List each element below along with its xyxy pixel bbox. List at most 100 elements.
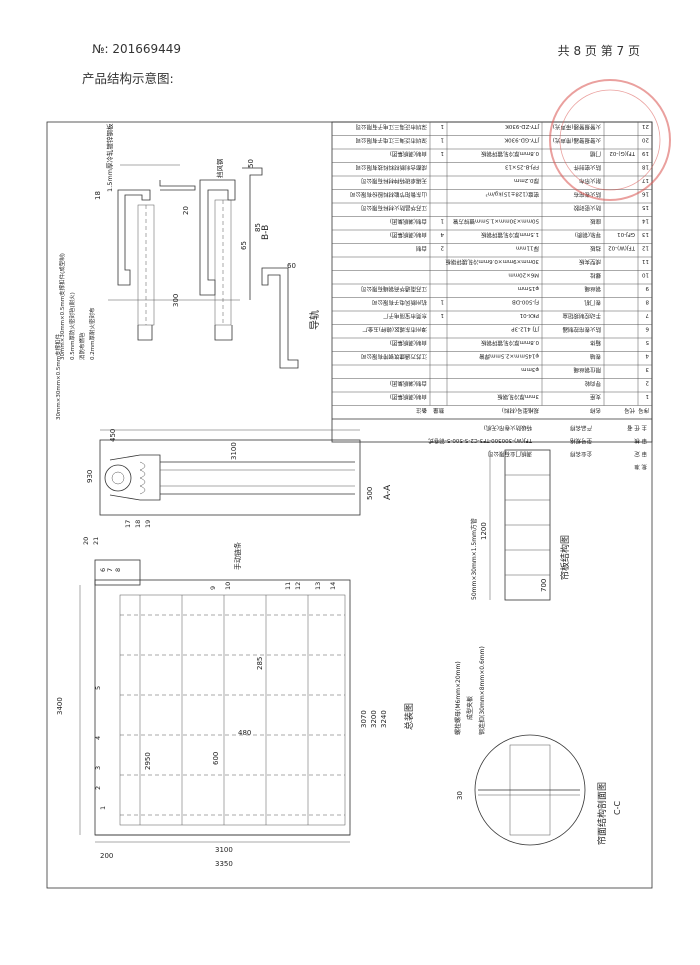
bom-cell: JTJ 412-3P — [511, 326, 540, 332]
bom-cell: TFJ(G)-02 — [609, 150, 636, 156]
bom-footer-cell: TFJ(W)-300300-TF3-C2-S-500-5-钢卷式 — [428, 437, 533, 445]
bom-cell: M6×20mm — [508, 272, 539, 278]
bom-cell: 自制(满帆集团) — [390, 150, 427, 158]
bom-cell: 江苏万通建筑钢带有限公司 — [361, 353, 427, 361]
bom-cell: 6 — [645, 326, 649, 332]
general-view-title: 总装图 — [403, 703, 415, 730]
dim-930: 930 — [86, 470, 94, 483]
bom-cell: 3mm厚冷轧钢板 — [497, 393, 539, 401]
label-1-5mm-steel: 1.5mm厚冷轧镀锌钢板 — [105, 123, 114, 192]
part-callout: 9 — [209, 586, 217, 590]
part-callout: 18 — [134, 520, 142, 528]
note-curtain-c: 0.2mm厚耐火密封布 — [88, 307, 96, 360]
guide-rail-section: 300 50 20 65 85 60 B-B 18 1.5mm厚冷轧镀锌钢板 挡… — [54, 123, 321, 420]
bom-cell: φ3mm — [521, 366, 539, 372]
bom-cell: 9 — [645, 285, 649, 291]
bom-cell: 11 — [642, 258, 649, 264]
bom-cell: 17 — [642, 177, 649, 183]
dim-3100-top: 3100 — [230, 442, 238, 460]
bom-cell: 支座 — [589, 393, 601, 401]
bom-cell: 2 — [646, 380, 650, 386]
part-callout: 6 — [99, 568, 107, 572]
company-stamp — [549, 79, 671, 201]
bom-cell: 1 — [441, 218, 445, 224]
note-curtain-d: 30mm×30mm×0.5mm支撑扣件 — [54, 333, 62, 420]
bom-cell: 50mm×30mm×1.5mm镀锌方管 — [452, 218, 539, 226]
curtain-label-steel: 钢连扣(30mm×8mm×0.6mm) — [478, 646, 486, 735]
bom-cell: 卷门机 — [584, 299, 601, 307]
bom-cell: 防火卷帘布 — [573, 191, 601, 199]
section-caption: 产品结构示意图: — [82, 71, 174, 86]
bom-cell: 山东鲁阳节能材料股份有限公司 — [350, 191, 427, 199]
bom-cell: 1 — [441, 312, 445, 318]
bom-cell: 导向轮 — [584, 380, 601, 388]
bom-header-cell: 备注 — [415, 407, 427, 415]
bom-cell: 自制(满帆集团) — [390, 380, 427, 388]
bom-cell: 1 — [441, 137, 445, 143]
part-callout: 20 — [82, 537, 90, 545]
bom-cell: 导轨(钢质) — [575, 231, 601, 239]
bom-cell: 深圳市泛海三江电子有限公司 — [355, 137, 427, 145]
dim-3400: 3400 — [56, 697, 64, 715]
label-tube: 50mm×30mm×1.5mm方管 — [470, 518, 478, 600]
bom-cell: 手动控制按钮盒 — [562, 312, 601, 320]
bom-cell: 火警报警器(带声光) — [553, 123, 601, 131]
section-cc-label: C-C — [613, 801, 622, 815]
dim-1200: 1200 — [480, 522, 488, 540]
bom-cell: 卷轴 — [589, 353, 601, 361]
part-callout: 3 — [94, 766, 102, 770]
part-callout: 7 — [106, 568, 114, 572]
bom-cell: 4 — [645, 353, 649, 359]
bom-cell: 江苏南通华商钢绳有限公司 — [361, 285, 427, 293]
bom-footer-cell: 企业名称 — [569, 450, 592, 458]
bom-cell: FPJ-B-25×13 — [504, 164, 539, 170]
bom-cell: 限位钢丝绳 — [573, 366, 601, 374]
bom-cell: 成都合利新材料科技有限公司 — [355, 164, 427, 172]
part-callout: 8 — [114, 568, 122, 572]
dim-3070: 3070 — [360, 710, 368, 728]
note-hook: 30mm×30mm×0.5mm支撑扣件(成型制) — [58, 253, 66, 360]
bom-cell: 8 — [645, 299, 649, 305]
curtain-label-clamp: 成型夹板 — [466, 696, 474, 720]
bom-footer-cell: 审 定 — [634, 450, 647, 458]
general-assembly: 3400 2950 600 480 285 3070 3200 3240 200… — [56, 520, 415, 868]
dim-700: 700 — [540, 579, 548, 592]
dim-60: 60 — [287, 262, 296, 270]
dim-2950: 2950 — [144, 752, 152, 770]
bom-header-cell: 代号 — [623, 407, 635, 415]
bom-cell: 0.8mm厚冷轧镀锌钢板 — [481, 150, 539, 158]
bom-cell: 4 — [440, 231, 444, 237]
bom-cell: 0.8mm厚冷轧镀锌钢板 — [481, 339, 539, 347]
bom-cell: GFJ-01 — [617, 231, 635, 237]
bom-cell: JTY-ZD-930K — [505, 123, 540, 129]
bom-cell: 防火卷帘控制器 — [562, 326, 601, 334]
bom-cell: 1 — [441, 299, 445, 305]
dim-30: 30 — [456, 791, 464, 800]
bom-cell: 江苏华昌防火材料有限公司 — [361, 204, 427, 212]
part-callout: 14 — [329, 582, 337, 590]
panel-structure: 1200 700 50mm×30mm×1.5mm方管 帘板结构图 — [470, 449, 571, 601]
part-callout: 21 — [92, 537, 100, 545]
section-aa-label: A-A — [383, 484, 393, 500]
section-bb-label: B-B — [261, 225, 271, 240]
bom-cell: 自制 — [415, 245, 427, 253]
bom-cell: 1 — [441, 123, 445, 129]
part-callout: 11 — [284, 582, 292, 590]
note-curtain-b: 消防布燃毡 — [78, 332, 86, 360]
bom-cell: 15 — [642, 204, 649, 210]
bom-header-cell: 名称 — [589, 407, 601, 415]
bom-cell: 密度(128±15)kg/m³ — [486, 191, 540, 199]
bom-cell: TFJ(W)-02 — [608, 245, 636, 251]
bom-cell: 螺栓 — [589, 272, 601, 280]
dim-300: 300 — [172, 294, 180, 307]
bom-footer-cell: 特级防火卷帘(无机) — [484, 424, 532, 432]
bom-cell: 19 — [642, 150, 649, 156]
bom-cell: φ145mm×2.5mm焊管 — [479, 353, 539, 361]
bom-cell: 自制(满帆集团) — [390, 218, 427, 226]
bom-cell: 3 — [645, 366, 649, 372]
bom-header-cell: 序号 — [637, 407, 649, 415]
dim-65: 65 — [240, 241, 248, 250]
hand-chain-label: 手动链条 — [233, 542, 242, 570]
dim-600: 600 — [212, 752, 220, 765]
curtain-label-bolt: 螺栓螺母(M6mm×20mm) — [454, 661, 462, 735]
